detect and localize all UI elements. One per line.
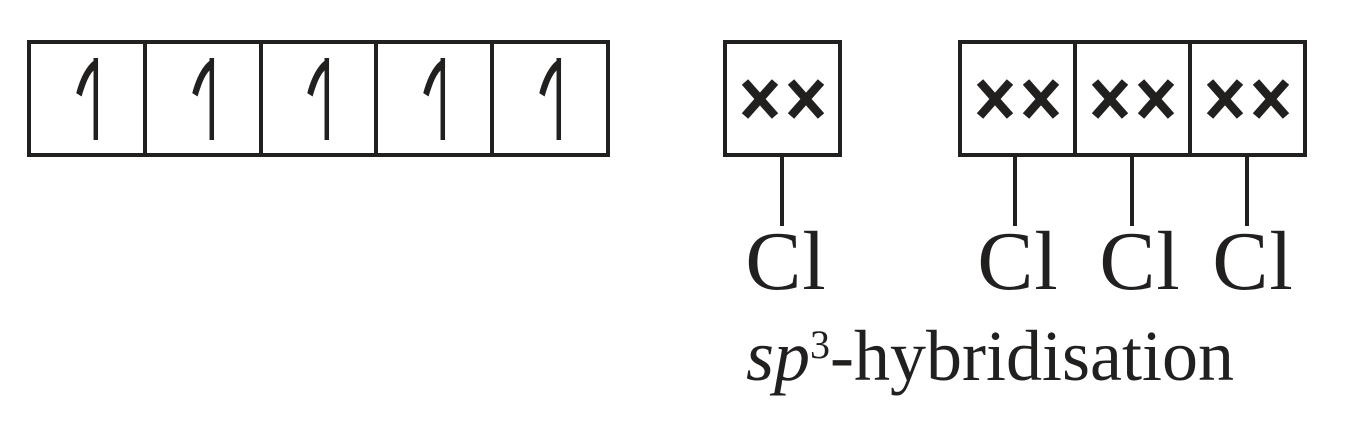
- bond-line: [1130, 157, 1134, 226]
- orbital-box: [147, 44, 263, 153]
- lone-pair-orbital-box: [723, 40, 842, 157]
- caption-text: -hybridisation: [830, 316, 1234, 396]
- orbital-box: [1192, 44, 1303, 153]
- orbital-box: [263, 44, 379, 153]
- bond-line: [780, 157, 784, 226]
- bond-line: [1013, 157, 1017, 226]
- electron-pair-crosses-icon: [976, 78, 1059, 119]
- orbital-box: [494, 44, 606, 153]
- orbital-box: [727, 44, 838, 153]
- cl-atom-label: Cl: [745, 215, 827, 308]
- caption-italic-sp: sp: [746, 316, 811, 396]
- caption-superscript-3: 3: [810, 322, 831, 367]
- single-electron-half-arrow-icon: [423, 57, 446, 140]
- bonding-orbital-row: [958, 40, 1307, 157]
- cl-atom-label: Cl: [977, 215, 1059, 308]
- orbital-box: [31, 44, 147, 153]
- single-electron-half-arrow-icon: [191, 57, 214, 140]
- electron-pair-crosses-icon: [1206, 78, 1289, 119]
- single-electron-half-arrow-icon: [539, 57, 562, 140]
- cl-atom-label: Cl: [1099, 215, 1181, 308]
- caption-sp3-hybridisation: sp3-hybridisation: [690, 320, 1290, 392]
- orbital-box: [1077, 44, 1192, 153]
- unhybridised-orbital-row: [27, 40, 610, 157]
- cl-atom-label: Cl: [1212, 215, 1294, 308]
- bond-line: [1245, 157, 1249, 226]
- orbital-box: [962, 44, 1077, 153]
- electron-pair-crosses-icon: [741, 78, 824, 119]
- orbital-box: [378, 44, 495, 153]
- electron-pair-crosses-icon: [1091, 78, 1174, 119]
- single-electron-half-arrow-icon: [76, 57, 98, 140]
- single-electron-half-arrow-icon: [307, 57, 330, 140]
